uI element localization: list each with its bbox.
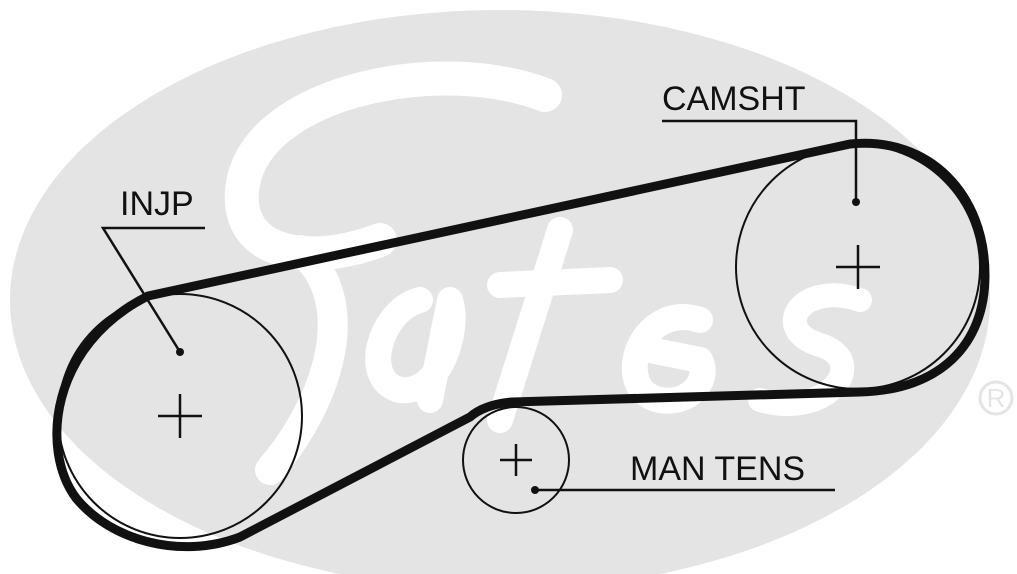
manual-tensioner-pulley bbox=[462, 406, 570, 514]
manual-tensioner-leader-dot bbox=[531, 486, 539, 494]
manual-tensioner-pulley-circle bbox=[462, 406, 570, 514]
logo-letterforms bbox=[224, 61, 872, 485]
registered-mark-text: R bbox=[987, 383, 1006, 413]
camshaft-label: CAMSHT bbox=[662, 80, 806, 118]
camshaft-leader-dot bbox=[852, 198, 860, 206]
registered-mark-icon: R bbox=[978, 380, 1014, 416]
injection-pump-leader-line bbox=[100, 226, 205, 353]
gates-logo-watermark: R bbox=[10, 10, 1014, 574]
timing-belt bbox=[52, 138, 990, 552]
manual-tensioner-label: MAN TENS bbox=[630, 450, 805, 488]
injection-pump-label: INJP bbox=[120, 185, 194, 223]
camshaft-leader-line bbox=[662, 119, 858, 202]
injection-pump-leader-dot bbox=[176, 348, 184, 356]
